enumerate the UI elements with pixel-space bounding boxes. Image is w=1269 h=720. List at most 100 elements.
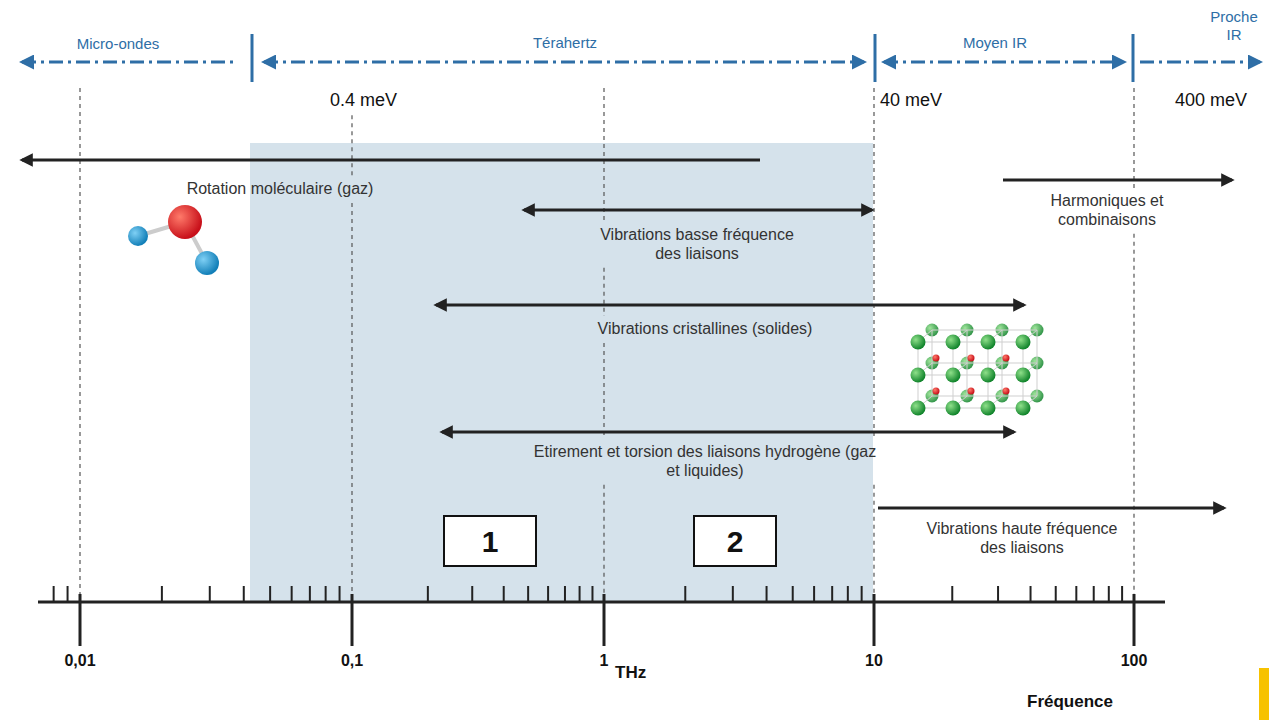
lattice-atom [1016,335,1031,350]
axis-tick [603,594,606,646]
axis-tick [997,586,999,602]
hydrogen-atom [128,226,148,246]
range-label: Etirement et torsion des liaisons hydrog… [529,443,881,481]
axis-tick [1093,586,1095,602]
high-frequency-range [878,507,1224,510]
callout-number: 2 [727,525,744,558]
axis-tick [1030,586,1032,602]
crystal-lattice [911,324,1044,416]
axis-tick [309,586,311,602]
mid-ir-arrow [884,61,1124,64]
axis-tick [547,586,549,602]
crystal-range [436,304,1024,307]
lattice-bond [967,330,1002,331]
lattice-ion [1003,355,1010,362]
molecule [128,205,219,275]
axis-tick [1055,586,1057,602]
axis-tick [1108,586,1110,602]
band-arrows [22,61,1260,64]
harmonics-range [1003,179,1232,182]
axis-tick [1075,586,1077,602]
lattice-ion [933,388,940,395]
terahertz-arrow [264,61,864,64]
lattice-bond [1037,363,1038,396]
axis-tick [1133,594,1136,646]
energy-value: 40 meV [880,90,942,111]
decade-guide [351,203,352,618]
lattice-atom [1016,401,1031,416]
axis-tick [527,586,529,602]
lattice-bond [1002,330,1037,331]
rotation-range [22,159,760,162]
hydrogen-bond-range [442,431,1014,434]
lattice-bond [932,330,933,363]
lattice-atom [981,401,996,416]
band-name: Micro-ondes [77,35,160,53]
axis-tick [243,586,245,602]
axis-tick [79,594,82,646]
numbered-box: 2 [693,515,777,567]
microwave-arrow [22,61,238,64]
lattice-bond [932,396,967,397]
axis-tick [591,586,593,602]
tick-value: 0,1 [341,652,363,671]
range-arrows [22,160,1232,508]
band-separator [874,34,877,82]
tick-value: 0,01 [64,652,95,671]
axis-tick [579,586,581,602]
band-separator [251,34,254,82]
range-label: Harmoniques et combinaisons [1027,192,1187,230]
axis-tick [427,586,429,602]
decade-guide [603,268,604,316]
axis-tick [792,586,794,602]
decade-guide [1133,88,1134,188]
tick-value: 10 [865,652,883,671]
hydrogen-atom [195,251,219,275]
range-label: Vibrations basse fréquence des liaisons [592,226,802,264]
lattice-bond [1002,396,1037,397]
frequency-axis [38,586,1165,646]
band-separators [252,34,1133,82]
decade-guide [603,88,604,222]
decade-guide [351,115,352,176]
axis-tick [873,594,876,646]
lattice-atom [981,335,996,350]
band-name: Térahertz [533,34,597,52]
axis-tick [766,586,768,602]
axis-tick [684,586,686,602]
axis-title: Fréquence [1027,692,1113,712]
axis-tick [847,586,849,602]
lattice-bond [1037,330,1038,363]
axis-tick [861,586,863,602]
lattice-atom [911,335,926,350]
near-ir-arrow [1140,61,1260,64]
energy-value: 0.4 meV [330,90,397,111]
energy-value: 400 meV [1175,90,1247,111]
lattice-ion [968,388,975,395]
lattice-atom [911,401,926,416]
range-label: Vibrations haute fréquence des liaisons [917,520,1127,558]
lattice-ion [968,355,975,362]
axis-tick [951,586,953,602]
axis-tick [471,586,473,602]
axis-tick [209,586,211,602]
axis-tick [813,586,815,602]
axis-tick [351,594,354,646]
axis-tick [339,586,341,602]
lattice-bond [967,396,1002,397]
axis-tick [161,586,163,602]
band-name: Moyen IR [963,34,1027,52]
axis-line [38,601,1165,604]
lattice-ion [1003,388,1010,395]
axis-unit: THz [615,663,646,683]
lattice-atom [946,335,961,350]
lattice-bond [967,363,1002,364]
lattice-atom [911,368,926,383]
decade-guide [873,88,874,439]
lattice-bond [1002,363,1003,396]
axis-tick [67,586,69,602]
lattice-bond [932,330,967,331]
lattice-atom [946,401,961,416]
axis-tick [291,586,293,602]
